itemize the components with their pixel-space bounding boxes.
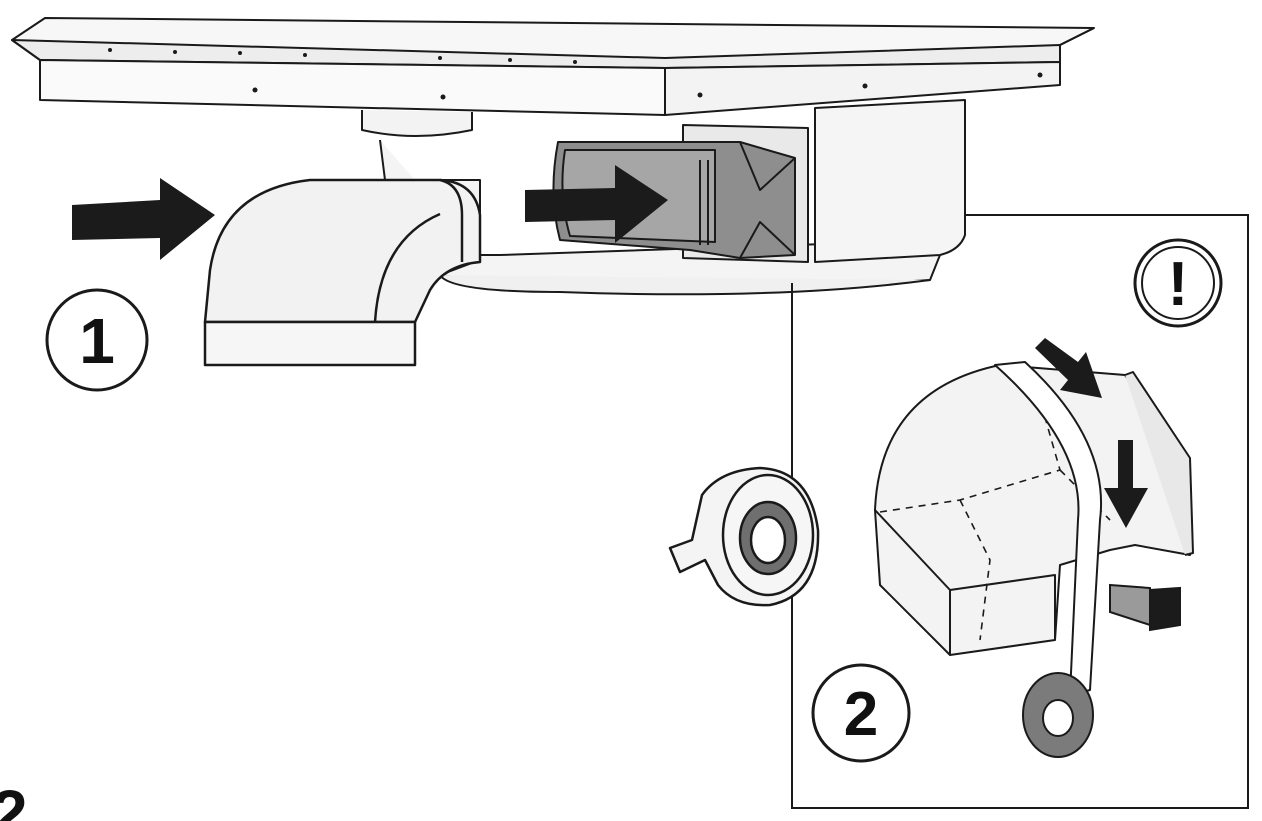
step-2-label: 2 bbox=[844, 680, 878, 749]
warning-symbol: ! bbox=[1168, 250, 1189, 319]
cutoff-step-number: 2 bbox=[0, 777, 28, 821]
arrow-right-icon bbox=[525, 165, 668, 243]
detail-panel bbox=[791, 214, 1249, 809]
step-1-label: 1 bbox=[79, 305, 115, 377]
warning-icon: ! bbox=[1133, 238, 1223, 328]
elbow-detail bbox=[874, 361, 1194, 696]
pressing-finger-icon bbox=[1109, 583, 1181, 632]
tape-roll-icon bbox=[668, 466, 820, 607]
step-2-marker: 2 bbox=[811, 663, 911, 763]
cooktop-panel bbox=[11, 17, 1095, 116]
tape-roll-icon bbox=[1022, 672, 1094, 758]
arrow-right-icon bbox=[72, 178, 215, 260]
elbow-duct bbox=[203, 178, 482, 367]
arrow-down-icon bbox=[1035, 338, 1148, 528]
step-1-marker: 1 bbox=[45, 288, 149, 392]
